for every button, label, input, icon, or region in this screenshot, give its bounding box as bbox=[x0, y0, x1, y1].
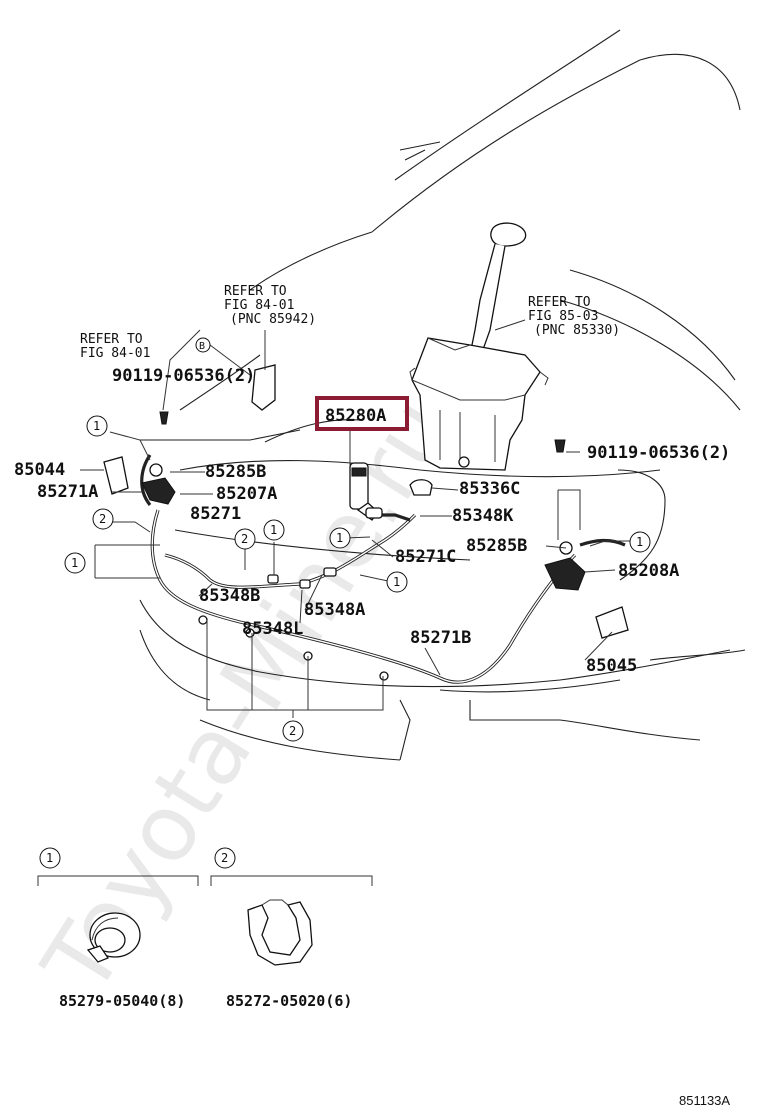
diagram-id: 851133A bbox=[679, 1093, 730, 1108]
callout-1: 1 bbox=[329, 527, 351, 549]
callout-number: 1 bbox=[71, 556, 78, 570]
refer-note-84-01-pnc: REFER TO FIG 84-01 (PNC 85942) bbox=[224, 284, 316, 327]
legend-part-2[interactable]: 85272-05020(6) bbox=[226, 992, 352, 1010]
callout-number: 1 bbox=[393, 575, 400, 589]
refer-note-84-01: REFER TO FIG 84-01 bbox=[80, 332, 150, 361]
callout-1: 1 bbox=[386, 571, 408, 593]
part-label-85348b[interactable]: 85348B bbox=[199, 586, 260, 606]
part-labels: 90119-06536(2) 85044 85271A 85285B 85207… bbox=[14, 366, 730, 676]
hose-clamp-icon bbox=[86, 912, 141, 963]
part-label-85271b[interactable]: 85271B bbox=[410, 628, 471, 648]
legend-number-2: 2 bbox=[221, 851, 228, 865]
legend-number-1: 1 bbox=[46, 851, 53, 865]
part-label-85285b-right[interactable]: 85285B bbox=[466, 536, 527, 556]
callout-number: 2 bbox=[289, 724, 296, 738]
part-label-85208a[interactable]: 85208A bbox=[618, 561, 679, 581]
refer-note-line3: (PNC 85942) bbox=[230, 312, 316, 327]
callout-1: 1 bbox=[629, 531, 651, 553]
callout-1: 1 bbox=[263, 519, 285, 541]
marker-b-label: B bbox=[199, 341, 205, 352]
part-label-85207a[interactable]: 85207A bbox=[216, 484, 277, 504]
washer-reservoir bbox=[409, 222, 549, 471]
callout-markers: 1 2 1 2 1 1 1 1 2 bbox=[64, 415, 651, 742]
part-label-85045[interactable]: 85045 bbox=[586, 656, 637, 676]
part-label-85348a[interactable]: 85348A bbox=[304, 600, 365, 620]
callout-number: 2 bbox=[241, 532, 248, 546]
hose-clip-icon bbox=[247, 899, 313, 966]
vehicle-outline bbox=[139, 29, 746, 761]
refer-note-line2: FIG 84-01 bbox=[224, 298, 294, 313]
part-label-85271c[interactable]: 85271C bbox=[395, 547, 456, 567]
highlight-frame bbox=[315, 396, 409, 431]
callout-2: 2 bbox=[234, 528, 256, 550]
washer-components bbox=[103, 364, 629, 681]
callout-number: 1 bbox=[93, 419, 100, 433]
legend-part-1[interactable]: 85279-05040(8) bbox=[59, 992, 185, 1010]
legend-item-2: 2 85272-05020(6) bbox=[210, 847, 373, 1010]
refer-note-line1: REFER TO bbox=[528, 295, 591, 310]
part-label-85271[interactable]: 85271 bbox=[190, 504, 241, 524]
callout-number: 1 bbox=[636, 535, 643, 549]
part-label-90119-06536-right[interactable]: 90119-06536(2) bbox=[587, 443, 730, 463]
refer-note-85-03: REFER TO FIG 85-03 (PNC 85330) bbox=[528, 295, 620, 338]
part-label-85280a[interactable]: 85280A bbox=[325, 406, 386, 426]
legend-item-1: 1 85279-05040(8) bbox=[37, 847, 199, 1010]
refer-note-line2: FIG 84-01 bbox=[80, 346, 150, 361]
callout-2: 2 bbox=[92, 508, 114, 530]
refer-note-line2: FIG 85-03 bbox=[528, 309, 598, 324]
part-label-85348k[interactable]: 85348K bbox=[452, 506, 514, 526]
leader-lines bbox=[80, 319, 630, 718]
callout-number: 1 bbox=[336, 531, 343, 545]
part-label-85336c[interactable]: 85336C bbox=[459, 479, 520, 499]
part-label-85285b-left[interactable]: 85285B bbox=[205, 462, 266, 482]
callout-number: 2 bbox=[99, 512, 106, 526]
part-label-85271a[interactable]: 85271A bbox=[37, 482, 98, 502]
part-label-85348l[interactable]: 85348L bbox=[242, 619, 303, 639]
refer-note-line1: REFER TO bbox=[80, 332, 143, 347]
callout-2: 2 bbox=[282, 720, 304, 742]
refer-note-line1: REFER TO bbox=[224, 284, 287, 299]
highlighted-part-box[interactable]: 85280A bbox=[315, 396, 409, 431]
part-label-90119-06536-left[interactable]: 90119-06536(2) bbox=[112, 366, 255, 386]
marker-b: B bbox=[195, 337, 211, 353]
callout-1: 1 bbox=[64, 552, 86, 574]
callout-1: 1 bbox=[86, 415, 108, 437]
part-label-85044[interactable]: 85044 bbox=[14, 460, 65, 480]
refer-note-line3: (PNC 85330) bbox=[534, 323, 620, 338]
callout-number: 1 bbox=[270, 523, 277, 537]
